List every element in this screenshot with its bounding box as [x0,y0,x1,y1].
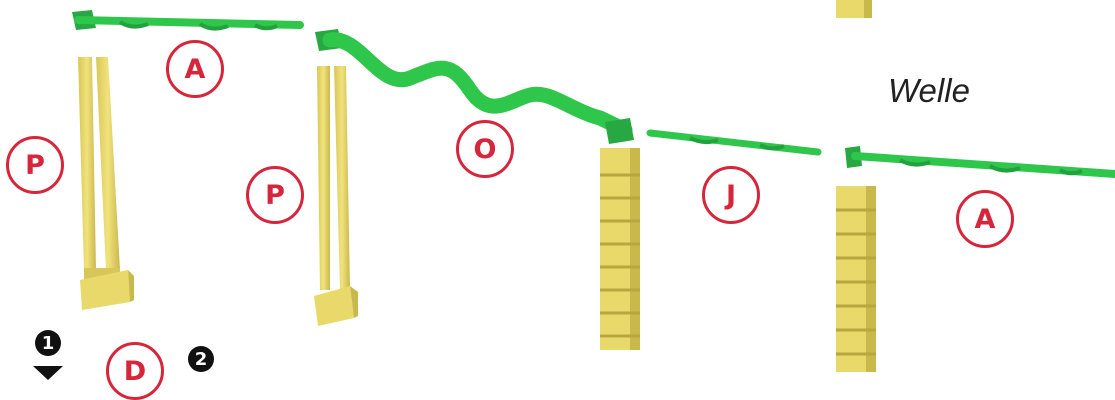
arrow-down-icon [33,366,63,380]
part-label-o: O [456,120,514,178]
block-tower-middle [600,148,640,350]
part-label-a-top: A [166,40,224,98]
part-label-p-mid: P [246,166,304,224]
caption-welle: Welle [888,72,970,110]
support-pillar-p-mid [314,66,358,326]
part-label-d: D [106,342,164,400]
part-label-a-right: A [956,190,1014,248]
step-number-one: 1 [35,330,61,356]
track-diagram [0,0,1115,372]
block-tower-right [836,186,876,372]
block-tower-top-partial [836,0,872,18]
part-label-j: J [702,166,760,224]
straight-rail-a-right [845,146,1115,174]
part-label-p-left: P [6,136,64,194]
straight-rail-j [650,133,818,152]
straight-rail-a-top [72,10,300,30]
support-pillar-p-left [78,57,134,310]
step-number-two: 2 [188,346,214,372]
